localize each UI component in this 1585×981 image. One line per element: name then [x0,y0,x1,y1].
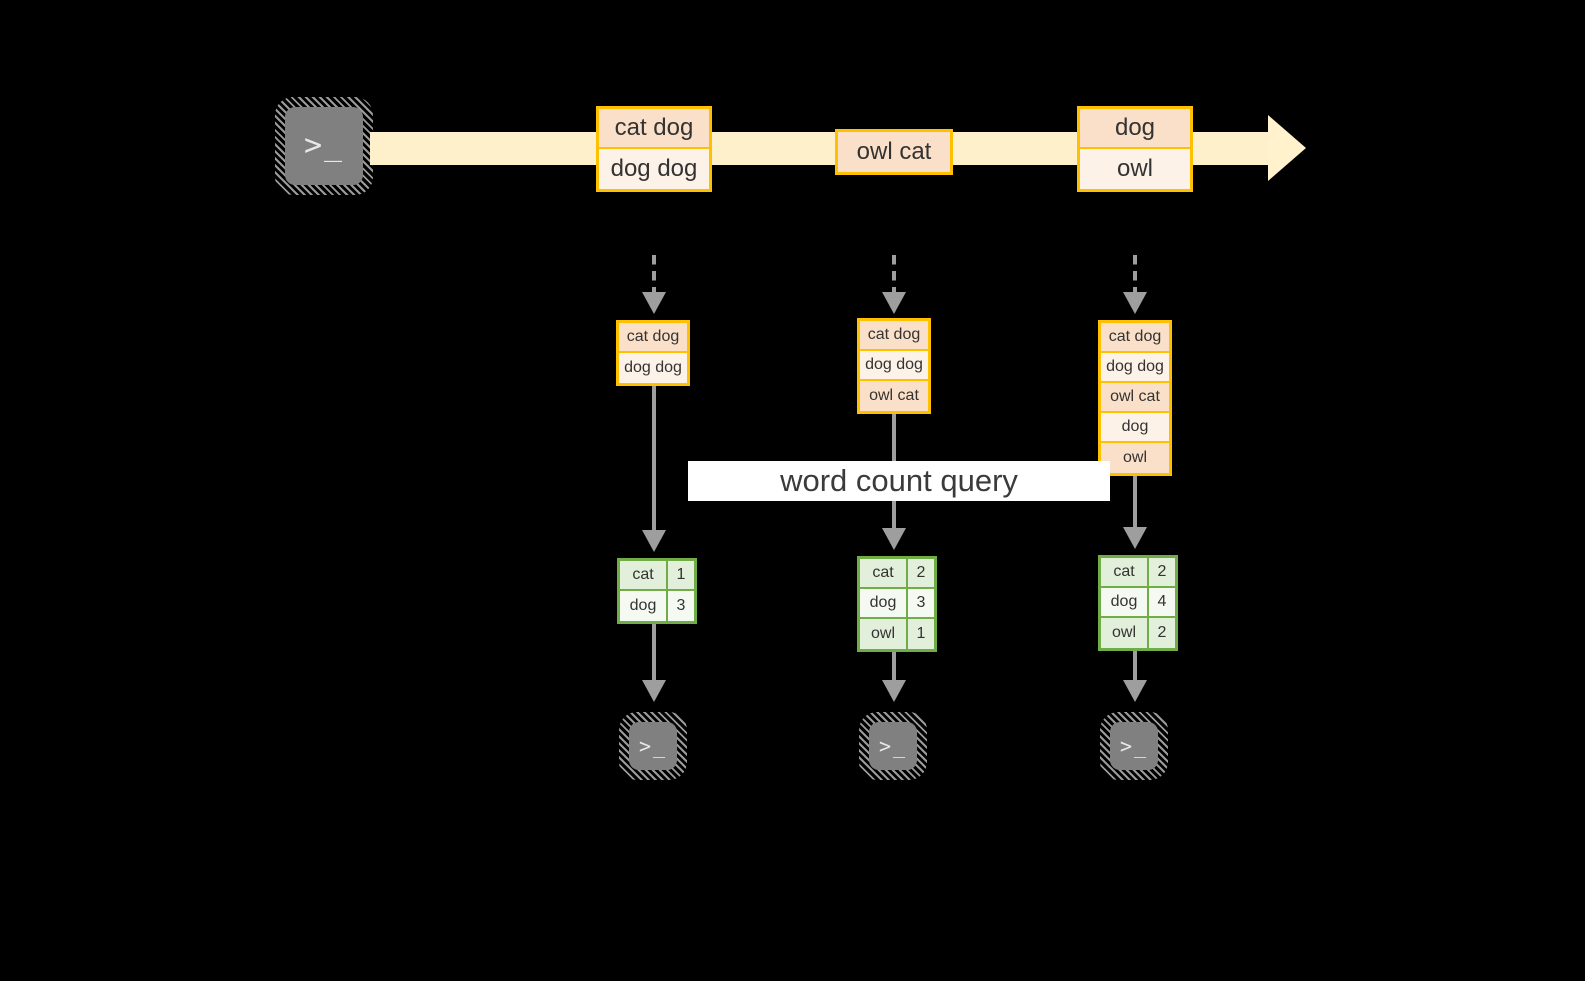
count-word: dog [1101,588,1149,616]
counts-to-sink-connector-3 [1133,651,1137,685]
terminal-prompt: >_ [1119,734,1149,758]
count-value: 2 [1157,624,1167,641]
count-value: 2 [1157,563,1167,580]
counts-to-sink-connector-2 [892,652,896,685]
count-word: cat [620,561,668,589]
stream-to-snapshot-arrowhead-1 [642,292,666,314]
count-word: owl [860,619,908,649]
terminal-screen: >_ [869,722,917,770]
stream-event-2: owl cat [835,129,953,175]
snapshot-to-counts-arrowhead-3 [1123,527,1147,549]
count-table-3: cat 2 dog 4 owl 2 [1098,555,1178,651]
stream-to-snapshot-arrowhead-3 [1123,292,1147,314]
stream-arrowhead [1268,115,1306,181]
stream-event-line: owl [1080,149,1190,189]
snapshot-line: owl cat [1101,383,1169,413]
terminal-prompt: >_ [878,734,908,758]
stream-event-line: dog [1080,109,1190,149]
snapshot-to-counts-arrowhead-1 [642,530,666,552]
query-banner-label: word count query [780,463,1018,498]
stream-to-snapshot-connector-3 [1133,255,1137,297]
count-table-2: cat 2 dog 3 owl 1 [857,556,937,652]
snapshot-to-counts-connector-3 [1133,474,1137,534]
stream-to-snapshot-connector-1 [652,255,656,297]
stream-to-snapshot-arrowhead-2 [882,292,906,314]
count-word: cat [860,559,908,587]
sink-terminal-icon-1: >_ [619,712,687,780]
snapshot-to-counts-arrowhead-2 [882,528,906,550]
count-word: cat [1101,558,1149,586]
snapshot-table-2: cat dog dog dog owl cat [857,318,931,414]
sink-terminal-icon-3: >_ [1100,712,1168,780]
snapshot-table-3: cat dog dog dog owl cat dog owl [1098,320,1172,476]
stream-event-1: cat dog dog dog [596,106,712,192]
count-row: cat 2 [860,559,934,589]
snapshot-table-1: cat dog dog dog [616,320,690,386]
terminal-screen: >_ [629,722,677,770]
stream-to-snapshot-connector-2 [892,255,896,297]
snapshot-line: owl cat [860,381,928,411]
count-value: 1 [676,566,686,583]
count-row: cat 1 [620,561,694,591]
count-row: dog 4 [1101,588,1175,618]
terminal-screen: >_ [285,107,363,185]
count-row: owl 2 [1101,618,1175,648]
snapshot-line: dog dog [619,353,687,383]
count-value: 4 [1157,593,1167,610]
count-word: dog [620,591,668,621]
terminal-prompt: >_ [638,734,668,758]
count-word: dog [860,589,908,617]
snapshot-line: owl [1101,443,1169,473]
snapshot-line: dog dog [1101,353,1169,383]
snapshot-line: cat dog [619,323,687,353]
count-row: dog 3 [620,591,694,621]
count-value: 1 [916,625,926,642]
snapshot-line: dog dog [860,351,928,381]
counts-to-sink-connector-1 [652,622,656,685]
snapshot-line: cat dog [1101,323,1169,353]
stream-event-line: owl cat [838,132,950,172]
snapshot-line: dog [1101,413,1169,443]
sink-terminal-icon-2: >_ [859,712,927,780]
query-banner: word count query [688,461,1110,501]
count-value: 3 [676,597,686,614]
snapshot-to-counts-connector-1 [652,383,656,535]
counts-to-sink-arrowhead-2 [882,680,906,702]
count-row: cat 2 [1101,558,1175,588]
source-terminal-icon: >_ [275,97,373,195]
stream-event-3: dog owl [1077,106,1193,192]
terminal-prompt: >_ [303,128,345,163]
count-row: owl 1 [860,619,934,649]
counts-to-sink-arrowhead-3 [1123,680,1147,702]
count-value: 2 [916,564,926,581]
terminal-screen: >_ [1110,722,1158,770]
stream-event-line: cat dog [599,109,709,149]
stream-event-line: dog dog [599,149,709,189]
count-row: dog 3 [860,589,934,619]
count-value: 3 [916,594,926,611]
snapshot-line: cat dog [860,321,928,351]
count-table-1: cat 1 dog 3 [617,558,697,624]
count-word: owl [1101,618,1149,648]
counts-to-sink-arrowhead-1 [642,680,666,702]
